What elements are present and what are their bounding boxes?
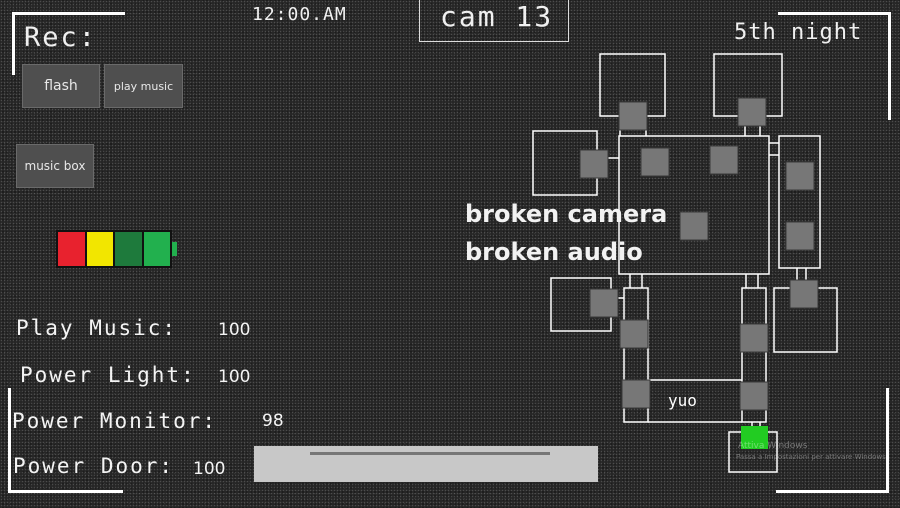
you-label: yuo [668, 391, 697, 410]
corner-bracket-top-left [12, 12, 125, 75]
rec-label: Rec: [24, 22, 98, 53]
camera-button[interactable] [621, 379, 651, 409]
map-cameras [579, 97, 819, 411]
corridor-right [741, 287, 767, 423]
power-light-label: Power Light: [20, 363, 196, 387]
camera-button[interactable] [789, 279, 819, 309]
broken-camera-notice: broken camera [465, 200, 668, 228]
battery-indicator [56, 230, 172, 268]
player-marker [741, 426, 768, 449]
music-box-button[interactable]: music box [16, 144, 94, 188]
camera-button[interactable] [679, 211, 709, 241]
battery-cell [86, 232, 115, 266]
camera-label-frame [419, 0, 569, 42]
camera-button[interactable] [640, 147, 670, 177]
os-watermark-subtitle: Passa a Impostazioni per attivare Window… [736, 453, 889, 461]
camera-button[interactable] [739, 381, 769, 411]
flash-button[interactable]: flash [22, 64, 100, 108]
night-indicator: 5th night [734, 20, 863, 45]
play-music-button[interactable]: play music [104, 64, 183, 108]
room-main [618, 135, 770, 275]
corner-bracket-top-right [778, 12, 891, 120]
power-door-label: Power Door: [13, 454, 175, 478]
room-right-hall [778, 135, 821, 269]
office-walls [648, 379, 742, 423]
play-music-value: 100 [218, 320, 251, 340]
power-door-value: 100 [193, 459, 226, 479]
battery-cell [115, 232, 144, 266]
play-music-label: Play Music: [16, 316, 178, 340]
camera-button[interactable] [619, 319, 649, 349]
camera-label: cam 13 [440, 0, 554, 33]
power-monitor-value: 98 [262, 411, 284, 431]
corner-bracket-bottom-right [776, 388, 889, 493]
camera-button[interactable] [709, 145, 739, 175]
power-light-value: 100 [218, 367, 251, 387]
power-monitor-label: Power Monitor: [12, 409, 218, 433]
camera-button[interactable] [785, 221, 815, 251]
camera-button[interactable] [589, 288, 619, 318]
corridor-left [623, 287, 649, 423]
broken-audio-notice: broken audio [465, 238, 643, 266]
camera-button[interactable] [579, 149, 609, 179]
camera-button[interactable] [739, 323, 769, 353]
camera-button[interactable] [785, 161, 815, 191]
battery-cell [143, 232, 170, 266]
camera-button[interactable] [618, 101, 648, 131]
camera-button[interactable] [737, 97, 767, 127]
clock: 12:00.AM [252, 4, 347, 25]
os-watermark-title: Attiva Windows [738, 441, 808, 451]
door-button-line [310, 452, 550, 455]
battery-tip [172, 242, 177, 256]
corner-bracket-bottom-left [8, 388, 123, 493]
battery-cell [58, 232, 87, 266]
